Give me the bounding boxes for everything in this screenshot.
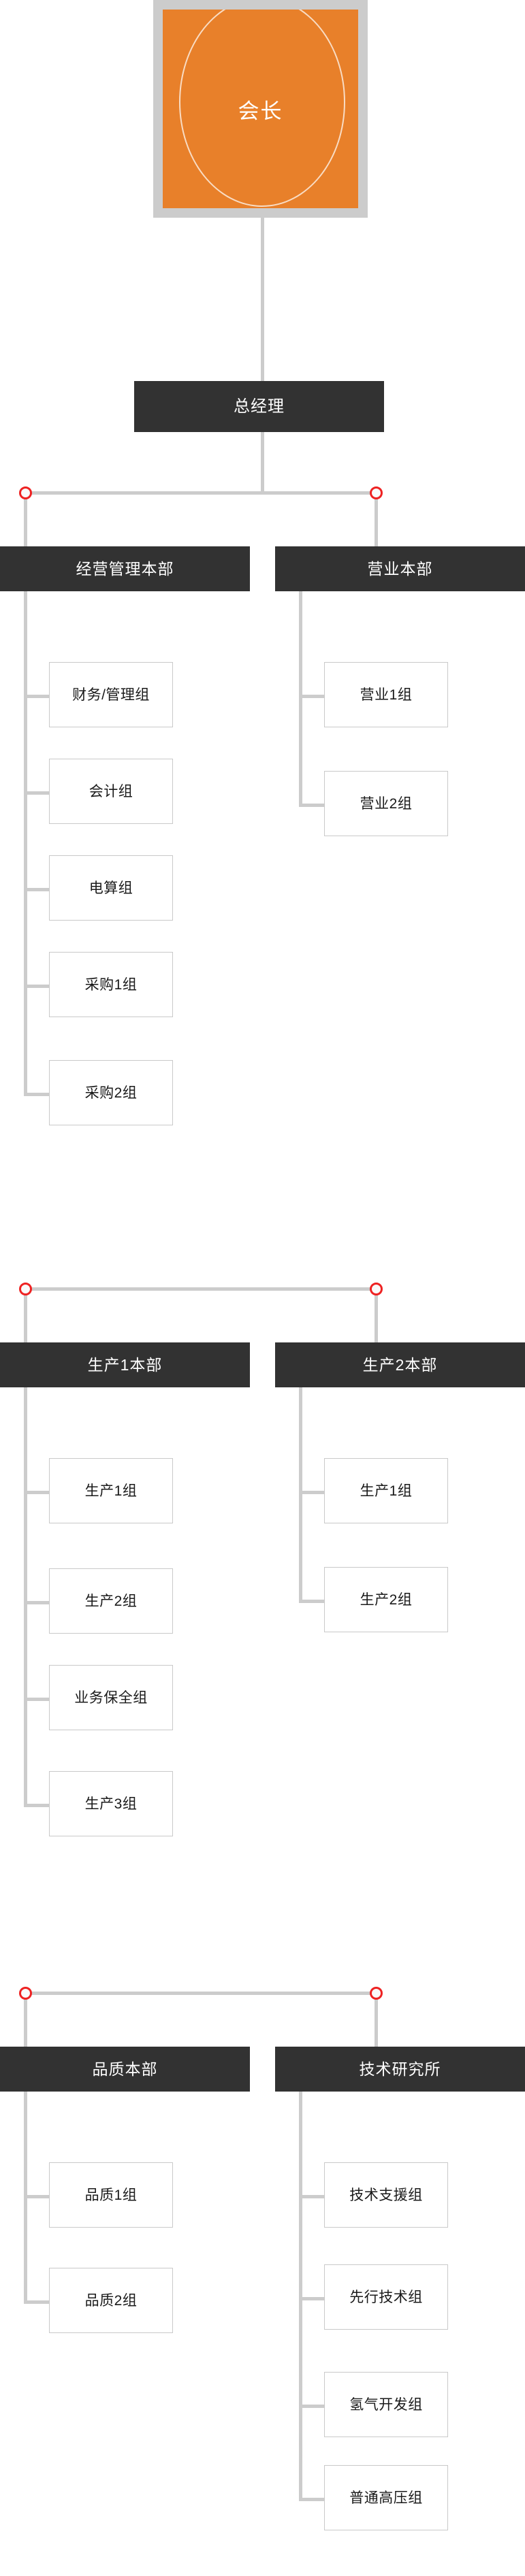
node-leaf-shengchan1-3[interactable]: 生产3组 <box>49 1771 173 1836</box>
connector-jishu-stub-3 <box>299 2405 324 2408</box>
connector-pinzhi-stub-2 <box>24 2300 49 2304</box>
node-general-manager[interactable]: 总经理 <box>134 381 384 432</box>
node-dept-pinzhi-label: 品质本部 <box>92 2060 158 2078</box>
connector-shengchan2-stub-2 <box>299 1600 324 1603</box>
node-leaf-label: 电算组 <box>89 880 133 896</box>
connector-jingying-stub-5 <box>24 1093 49 1096</box>
node-leaf-qingqi-kaifa[interactable]: 氢气开发组 <box>324 2372 448 2437</box>
junction-dot-group2-right[interactable] <box>370 1283 383 1295</box>
node-leaf-label: 营业2组 <box>360 795 413 812</box>
node-dept-jingying[interactable]: 经营管理本部 <box>0 546 250 591</box>
node-leaf-label: 技术支援组 <box>349 2187 423 2203</box>
connector-group2-left-drop <box>24 1291 27 1344</box>
junction-dot-group2-left[interactable] <box>19 1283 32 1295</box>
node-dept-shengchan1-label: 生产1本部 <box>87 1355 163 1374</box>
node-dept-jishu-label: 技术研究所 <box>359 2060 441 2078</box>
connector-yingye-spine <box>299 591 302 807</box>
node-leaf-putong-gaoya[interactable]: 普通高压组 <box>324 2465 448 2530</box>
junction-dot-group1-left[interactable] <box>19 486 32 499</box>
connector-shengchan2-stub-1 <box>299 1491 324 1494</box>
node-leaf-label: 采购2组 <box>84 1085 138 1101</box>
connector-jishu-stub-1 <box>299 2195 324 2198</box>
node-dept-yingye-label: 营业本部 <box>367 559 433 578</box>
node-leaf-label: 氢气开发组 <box>349 2396 423 2413</box>
node-dept-jingying-label: 经营管理本部 <box>76 559 174 578</box>
node-leaf-label: 生产1组 <box>84 1483 138 1499</box>
node-leaf-label: 营业1组 <box>360 687 413 703</box>
node-leaf-label: 生产2组 <box>360 1591 413 1608</box>
connector-shengchan1-spine <box>24 1387 27 1807</box>
node-leaf-label: 普通高压组 <box>349 2490 423 2506</box>
connector-jishu-stub-2 <box>299 2297 324 2300</box>
connector-shengchan1-stub-3 <box>24 1698 49 1701</box>
connector-group1-right-drop <box>375 495 378 548</box>
connector-shengchan2-spine <box>299 1387 302 1603</box>
connector-jingying-spine <box>24 591 27 1096</box>
connector-group3-right-drop <box>375 1995 378 2048</box>
node-leaf-jishu-zhiyuan[interactable]: 技术支援组 <box>324 2162 448 2228</box>
connector-group3-left-drop <box>24 1995 27 2048</box>
node-leaf-label: 品质1组 <box>84 2187 138 2203</box>
node-leaf-yewu-baoquan[interactable]: 业务保全组 <box>49 1665 173 1730</box>
node-leaf-kuaiji[interactable]: 会计组 <box>49 759 173 824</box>
node-leaf-label: 先行技术组 <box>349 2289 423 2305</box>
node-leaf-label: 生产3组 <box>84 1796 138 1812</box>
node-leaf-label: 业务保全组 <box>74 1689 148 1706</box>
node-leaf-yingye1[interactable]: 营业1组 <box>324 662 448 727</box>
node-leaf-label: 生产1组 <box>360 1483 413 1499</box>
node-dept-yingye[interactable]: 营业本部 <box>275 546 525 591</box>
node-leaf-pinzhi2[interactable]: 品质2组 <box>49 2268 173 2333</box>
connector-shengchan1-stub-2 <box>24 1601 49 1604</box>
node-leaf-label: 采购1组 <box>84 976 138 993</box>
connector-manager-down <box>261 432 264 493</box>
node-leaf-caiwu-guanli[interactable]: 财务/管理组 <box>49 662 173 727</box>
connector-jingying-stub-2 <box>24 791 49 795</box>
connector-pinzhi-stub-1 <box>24 2195 49 2198</box>
node-leaf-pinzhi1[interactable]: 品质1组 <box>49 2162 173 2228</box>
node-dept-pinzhi[interactable]: 品质本部 <box>0 2047 250 2092</box>
node-leaf-shengchan2-1[interactable]: 生产1组 <box>324 1458 448 1523</box>
connector-jingying-stub-3 <box>24 888 49 891</box>
connector-group1-bus-right <box>261 491 376 495</box>
connector-root-to-manager <box>261 218 264 381</box>
node-leaf-label: 财务/管理组 <box>72 687 150 703</box>
node-chairman-label: 会长 <box>238 99 283 123</box>
junction-dot-group3-left[interactable] <box>19 1987 32 2000</box>
node-leaf-diansuan[interactable]: 电算组 <box>49 855 173 921</box>
connector-shengchan1-stub-1 <box>24 1491 49 1494</box>
node-leaf-caigou1[interactable]: 采购1组 <box>49 952 173 1017</box>
connector-group1-bus <box>25 491 264 495</box>
connector-jingying-stub-1 <box>24 695 49 698</box>
node-dept-shengchan2-label: 生产2本部 <box>362 1355 438 1374</box>
node-dept-shengchan1[interactable]: 生产1本部 <box>0 1342 250 1387</box>
node-chairman[interactable]: 会长 <box>153 0 368 218</box>
junction-dot-group1-right[interactable] <box>370 486 383 499</box>
connector-shengchan1-stub-4 <box>24 1804 49 1807</box>
node-leaf-shengchan2-2[interactable]: 生产2组 <box>324 1567 448 1632</box>
junction-dot-group3-right[interactable] <box>370 1987 383 2000</box>
connector-yingye-stub-2 <box>299 804 324 807</box>
node-dept-shengchan2[interactable]: 生产2本部 <box>275 1342 525 1387</box>
node-leaf-yingye2[interactable]: 营业2组 <box>324 771 448 836</box>
connector-jishu-spine <box>299 2092 302 2501</box>
connector-yingye-stub-1 <box>299 695 324 698</box>
connector-jishu-stub-4 <box>299 2498 324 2501</box>
node-leaf-xianxing-jishu[interactable]: 先行技术组 <box>324 2264 448 2330</box>
node-leaf-shengchan1-1[interactable]: 生产1组 <box>49 1458 173 1523</box>
node-leaf-caigou2[interactable]: 采购2组 <box>49 1060 173 1125</box>
node-leaf-label: 品质2组 <box>84 2292 138 2309</box>
node-leaf-shengchan1-2[interactable]: 生产2组 <box>49 1568 173 1634</box>
node-leaf-label: 生产2组 <box>84 1593 138 1609</box>
node-leaf-label: 会计组 <box>89 783 133 799</box>
connector-group2-bus <box>25 1287 376 1291</box>
connector-jingying-stub-4 <box>24 985 49 988</box>
connector-group1-left-drop <box>24 495 27 548</box>
node-dept-jishu[interactable]: 技术研究所 <box>275 2047 525 2092</box>
node-general-manager-label: 总经理 <box>234 397 285 416</box>
connector-group3-bus <box>25 1992 376 1995</box>
connector-group2-right-drop <box>375 1291 378 1344</box>
